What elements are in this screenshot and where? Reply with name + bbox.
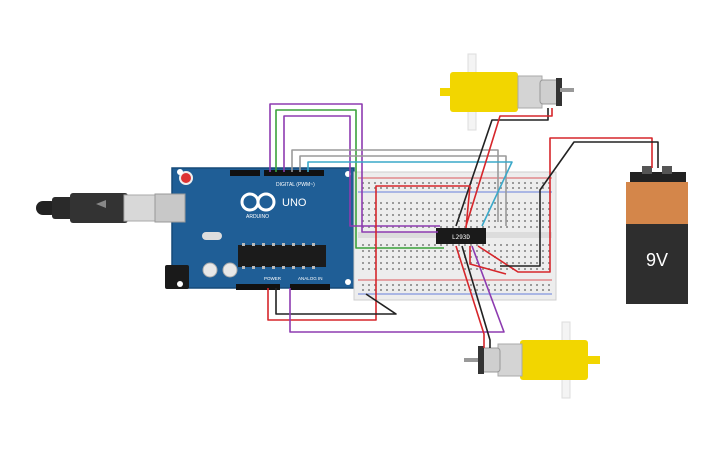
wire-red-power	[267, 185, 471, 321]
power-jack	[165, 265, 189, 289]
wire-gray-1	[291, 149, 499, 222]
battery-9v[interactable]: 9V	[626, 166, 688, 304]
capacitor-1	[202, 262, 218, 278]
usb-cable[interactable]	[36, 193, 157, 223]
wire-black-battery	[500, 141, 659, 267]
arduino-uno-board[interactable]: UNO ARDUINO DIGITAL (PWM~) POWER ANALOG …	[154, 167, 355, 290]
digital-header-top-b	[230, 170, 260, 176]
wire-red-motor-top	[465, 108, 553, 227]
wire-gray-2	[299, 155, 507, 226]
analog-header	[290, 284, 330, 290]
breadboard[interactable]	[353, 171, 557, 301]
atmega-chip	[238, 245, 326, 267]
driver-chip-label: L293D	[452, 234, 470, 241]
chip-pins	[242, 243, 315, 269]
capacitor-2	[222, 262, 238, 278]
wire-black-motor-bottom	[461, 245, 491, 348]
wire-black-power	[275, 288, 397, 315]
wire-red-driver-right	[469, 246, 507, 275]
digital-header-label: DIGITAL (PWM~)	[276, 182, 315, 188]
wire-black-motor-top	[455, 108, 549, 227]
usb-symbol-icon	[96, 200, 106, 208]
dc-motor-top[interactable]	[440, 53, 574, 131]
power-header	[236, 284, 280, 290]
wire-purple-top	[269, 103, 438, 233]
wire-red-battery	[477, 137, 653, 273]
arduino-brand-text: ARDUINO	[246, 214, 269, 220]
crystal	[202, 232, 222, 240]
wire-purple-bottom	[289, 245, 505, 333]
wires	[267, 103, 659, 348]
wire-cyan	[307, 161, 513, 227]
usb-port	[154, 193, 186, 223]
arduino-logo-icon	[240, 192, 276, 212]
wire-green-top	[275, 109, 444, 249]
wire-red-motor-bottom	[455, 245, 485, 348]
uno-logo-text: UNO	[282, 197, 307, 209]
reset-button[interactable]	[179, 171, 193, 185]
power-label: POWER	[264, 276, 282, 281]
wire-purple-top-2	[283, 115, 440, 227]
battery-label: 9V	[646, 250, 668, 270]
digital-header-top-a	[264, 170, 324, 176]
analog-label: ANALOG IN	[298, 276, 323, 281]
dc-motor-bottom[interactable]	[464, 321, 600, 399]
breadboard-holes	[362, 182, 550, 291]
l293d-driver-chip[interactable]: L293D	[436, 228, 486, 244]
